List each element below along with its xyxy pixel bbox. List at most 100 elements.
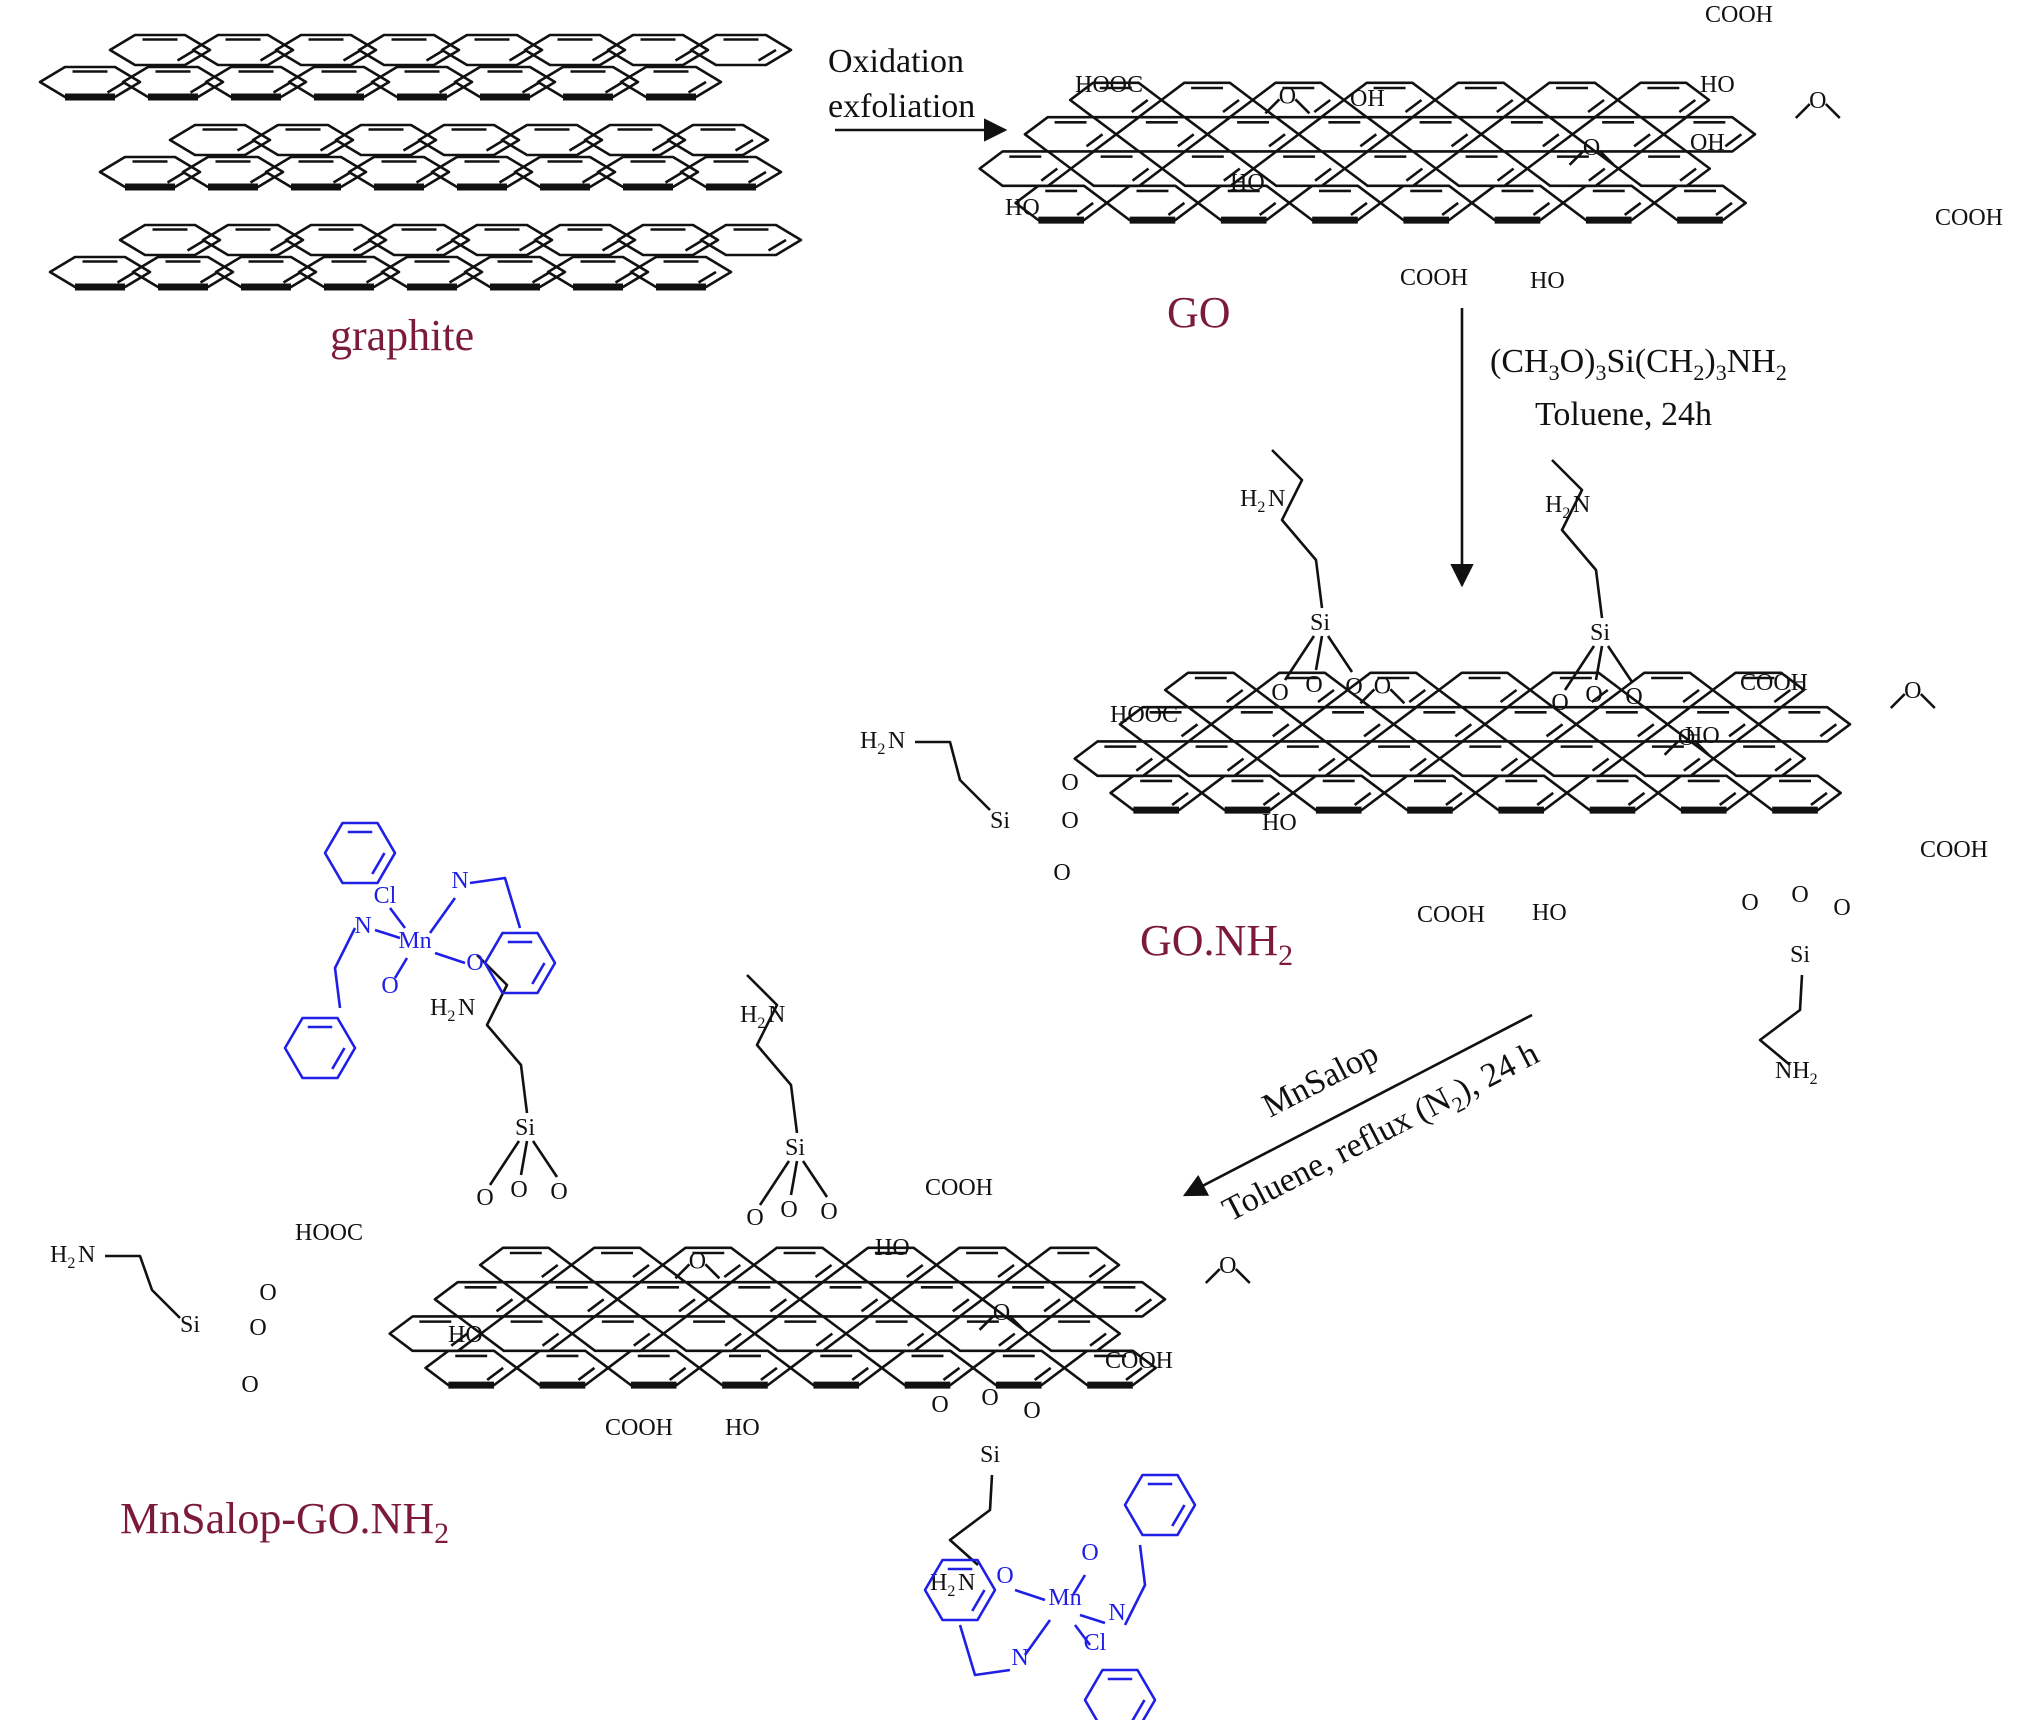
double-bond (438, 80, 458, 94)
graphite-ring (334, 123, 438, 157)
graphite-ring (699, 223, 803, 257)
double-bond (860, 1298, 879, 1313)
double-bond (1134, 1298, 1153, 1313)
double-bond (1405, 167, 1424, 182)
step2-condition-2: Toluene, 24h (1535, 396, 1712, 433)
carboxyl-label: HOOC (1110, 702, 1178, 728)
epoxide-bond (1234, 1268, 1251, 1284)
ring (1617, 150, 1712, 188)
double-bond (1633, 133, 1651, 148)
double-bond (365, 270, 385, 284)
silicon-label: Si (1790, 942, 1810, 968)
double-bond (1496, 167, 1515, 182)
amine-n-label: N (888, 728, 905, 754)
double-bond (1131, 167, 1150, 182)
si-o-bond (1326, 635, 1354, 673)
graphite-ring (201, 223, 305, 257)
double-bond (518, 238, 538, 252)
propyl-chain (476, 954, 529, 1114)
nitrogen-label: N (451, 868, 468, 894)
amine-label: H2 (430, 995, 455, 1025)
si-o-bond (1314, 635, 1324, 671)
hydroxyl-label: HO (1685, 723, 1720, 749)
complex-phenyl-ring (283, 1016, 357, 1080)
double-bond (1226, 757, 1245, 772)
double-bond (495, 1298, 514, 1313)
hydroxyl-label: HO (1532, 900, 1567, 926)
oxygen-label: O (241, 1372, 258, 1398)
double-bond (591, 48, 611, 62)
mn-cl-bond (388, 907, 407, 929)
oxygen-label: O (981, 1385, 998, 1411)
si-o-bond (1606, 645, 1634, 683)
hydroxyl-label: OH (1690, 130, 1725, 156)
oxygen-label: O (1625, 684, 1642, 710)
epoxide-bond (1359, 688, 1376, 705)
graphite-ring (108, 33, 212, 67)
double-bond (448, 270, 468, 284)
imine-bond (1123, 1544, 1147, 1626)
double-bond (249, 170, 269, 184)
epoxide-bond (1598, 149, 1615, 166)
amine-label: H2 (1545, 492, 1570, 522)
epoxide-bond (1794, 103, 1811, 119)
step1-condition-2: exfoliation (828, 88, 975, 125)
double-bond (1359, 133, 1378, 148)
oxygen-label: O (381, 973, 398, 999)
double-bond (1588, 167, 1606, 182)
silicon-label: Si (1590, 620, 1610, 646)
epoxide-oxygen: O (1809, 88, 1826, 114)
double-bond (166, 170, 186, 184)
double-bond (1089, 1332, 1107, 1347)
double-bond (760, 1366, 778, 1382)
double-bond (1268, 133, 1286, 148)
epoxide-oxygen: O (1583, 135, 1600, 161)
double-bond (186, 238, 206, 252)
double-bond (814, 1263, 833, 1279)
double-bond (521, 80, 541, 94)
graphite-ring (274, 33, 378, 67)
double-bond (106, 80, 126, 94)
chloride-label: Cl (374, 883, 397, 909)
double-bond (332, 170, 352, 184)
double-bond (498, 170, 518, 184)
hydroxyl-label: HO (725, 1415, 760, 1441)
mn-n-bond (1079, 1613, 1106, 1625)
step3-condition-1: MnSalop (1257, 1035, 1385, 1125)
double-bond (906, 1263, 924, 1279)
mn-n-bond (1023, 1619, 1052, 1656)
double-bond (259, 48, 279, 62)
double-bond (906, 1332, 925, 1347)
graphite-ring (357, 33, 461, 67)
hydroxyl-label: HO (1700, 72, 1735, 98)
double-bond (1591, 757, 1610, 772)
double-bond (1258, 201, 1277, 217)
mnsalop-go-nh2-label: MnSalop-GO.NH2 (120, 1494, 449, 1550)
step2-condition-1: (CH3O)3Si(CH2)3NH2 (1490, 343, 1787, 385)
double-bond (1222, 98, 1240, 114)
epoxide-bond (1204, 1268, 1221, 1284)
double-bond (734, 138, 754, 152)
double-bond (1177, 133, 1195, 148)
epoxide-oxygen: O (1678, 725, 1695, 751)
oxygen-label: O (1305, 672, 1322, 698)
double-bond (1404, 98, 1423, 114)
graphite-ring (417, 123, 521, 157)
double-bond (1715, 201, 1733, 217)
mn-cl-bond (1073, 1624, 1092, 1646)
double-bond (942, 1366, 961, 1382)
double-bond (1496, 98, 1514, 114)
double-bond (1085, 133, 1104, 148)
si-o-bond (519, 1140, 529, 1176)
oxygen-label: O (1791, 882, 1808, 908)
double-bond (724, 1332, 742, 1347)
si-o-bond (1594, 645, 1604, 681)
carboxyl-label: COOH (925, 1175, 993, 1201)
graphite-ring (168, 123, 272, 157)
double-bond (1043, 1298, 1061, 1313)
double-bond (1180, 723, 1199, 738)
double-bond (684, 238, 704, 252)
double-bond (1262, 791, 1281, 807)
